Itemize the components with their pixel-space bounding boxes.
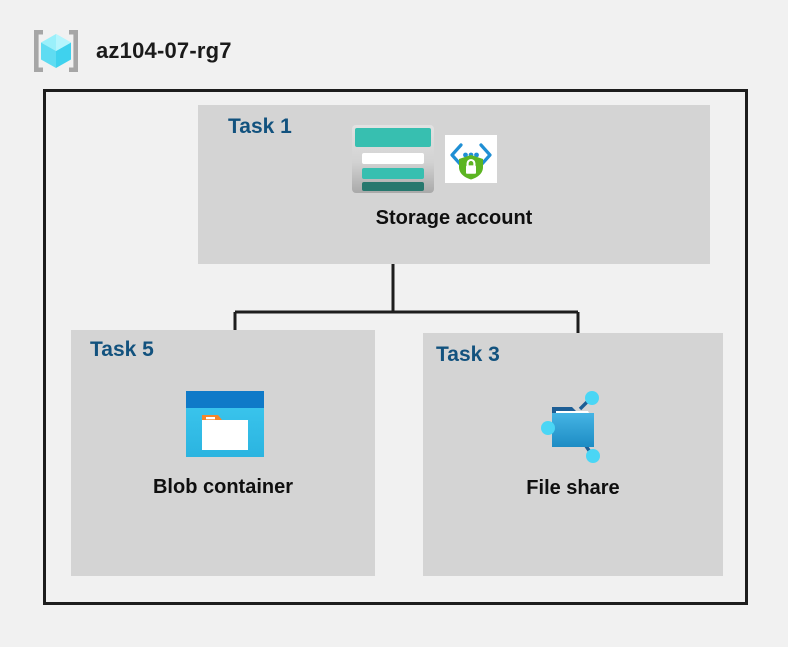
task-label-1: Task 1	[228, 115, 292, 138]
blob-container-icon-group	[185, 390, 265, 463]
storage-account-icon	[350, 123, 436, 200]
node-caption-file-share: File share	[526, 477, 620, 499]
resource-group-boundary	[43, 89, 748, 605]
storage-account-icon-group	[350, 123, 497, 200]
task-box-storage-account[interactable]: Task 1	[198, 105, 710, 264]
task-label-3: Task 3	[436, 343, 500, 366]
node-caption-storage-account: Storage account	[375, 207, 533, 229]
resource-group-icon	[30, 26, 82, 76]
task-box-blob-container[interactable]: Task 5 Blob contain	[71, 330, 375, 576]
task-label-5: Task 5	[90, 338, 154, 361]
blob-container-icon	[185, 390, 265, 463]
file-share-icon-group	[528, 385, 618, 472]
task-box-file-share[interactable]: Task 3	[423, 333, 723, 576]
resource-group-header: az104-07-rg7	[30, 26, 232, 76]
file-share-icon	[528, 385, 618, 472]
secure-endpoint-icon	[445, 135, 497, 188]
resource-group-name: az104-07-rg7	[96, 38, 232, 63]
node-caption-blob-container: Blob container	[152, 476, 293, 498]
